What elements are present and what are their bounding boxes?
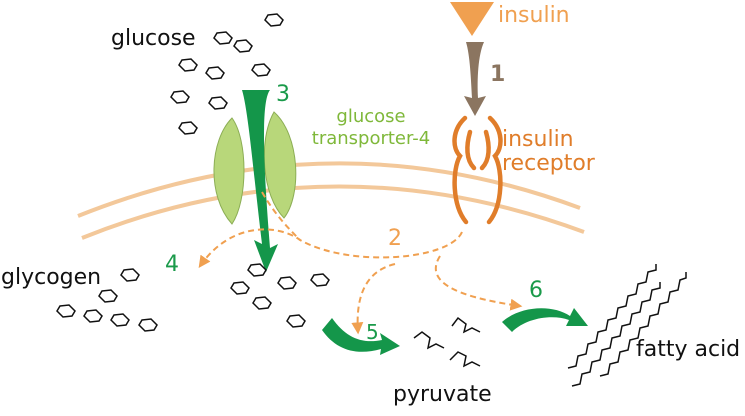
glucose-transporter-label-line2: transporter-4 xyxy=(311,128,431,149)
step-3-label: 3 xyxy=(276,82,290,107)
glucose-transporter-label-line1: glucose xyxy=(336,106,406,127)
cell-membrane-inner xyxy=(81,184,585,240)
insulin-receptor-label-line2: receptor xyxy=(502,151,595,176)
glycogen-label: glycogen xyxy=(1,265,102,290)
insulin-binding-arrow xyxy=(464,42,486,116)
fatty-acid-label: fatty acid xyxy=(636,337,741,362)
pyruvate-molecules xyxy=(413,316,481,368)
fatty-acid-chains xyxy=(567,264,687,387)
glucose-transporter-4 xyxy=(213,111,297,225)
insulin-receptor-label-line1: insulin xyxy=(502,127,574,152)
insulin-receptor xyxy=(452,115,503,225)
insulin-receptor-label: insulin receptor xyxy=(502,128,595,176)
glucose-label: glucose xyxy=(111,26,196,51)
insulin-molecule xyxy=(450,2,494,36)
glucose-molecules-inside xyxy=(230,263,330,328)
glycolysis-arrow xyxy=(322,318,400,355)
cell-membrane-outer xyxy=(77,161,581,218)
step-2-label: 2 xyxy=(388,226,402,251)
step-4-label: 4 xyxy=(165,252,179,277)
glucose-transporter-label: glucose transporter-4 xyxy=(296,106,446,150)
insulin-label: insulin xyxy=(498,3,570,28)
lipogenesis-arrow xyxy=(502,308,588,332)
signaling-pathways xyxy=(198,191,523,335)
step-5-label: 5 xyxy=(366,320,379,344)
step-6-label: 6 xyxy=(529,278,543,303)
step-1-label: 1 xyxy=(490,62,506,87)
glucose-uptake-arrow xyxy=(242,90,278,272)
pyruvate-label: pyruvate xyxy=(393,382,492,407)
